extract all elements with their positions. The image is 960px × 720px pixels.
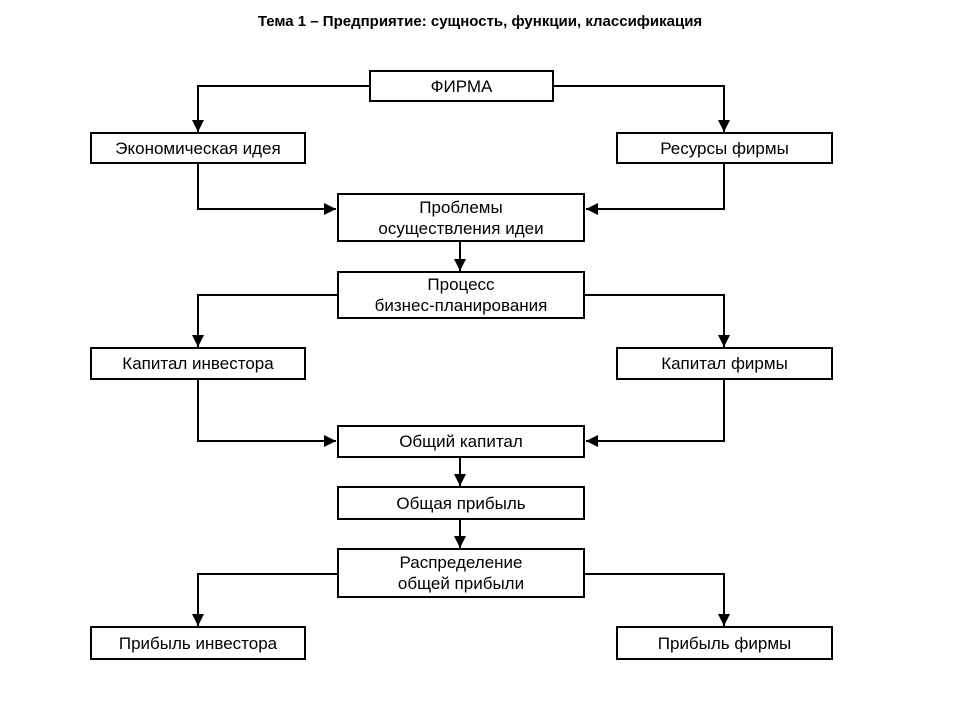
arrow-firm-capital-to-total: [586, 379, 725, 447]
box-planning: Процесс бизнес-планирования: [337, 271, 585, 319]
box-economic-idea-label: Экономическая идея: [115, 138, 281, 158]
box-problems: Проблемы осуществления идеи: [337, 193, 585, 242]
box-planning-line-2: бизнес-планирования: [374, 296, 548, 315]
arrow-planning-to-investor-capital: [192, 294, 338, 347]
box-investor-profit-label: Прибыль инвестора: [118, 633, 278, 653]
box-firm-capital: Капитал фирмы: [616, 347, 833, 380]
box-firm-resources-label: Ресурсы фирмы: [660, 138, 789, 158]
box-total-profit-label: Общая прибыль: [396, 493, 526, 513]
box-investor-capital: Капитал инвестора: [90, 347, 306, 380]
box-firm-label: ФИРМА: [430, 76, 493, 96]
box-total-capital: Общий капитал: [337, 425, 585, 458]
box-firm: ФИРМА: [369, 70, 554, 102]
arrow-resources-to-problems: [586, 163, 725, 215]
box-investor-capital-label: Капитал инвестора: [122, 354, 274, 373]
box-total-capital-label: Общий капитал: [399, 432, 523, 451]
arrow-firm-to-idea: [192, 85, 370, 132]
box-firm-resources: Ресурсы фирмы: [616, 132, 833, 164]
arrow-firm-to-resources: [553, 85, 730, 132]
arrow-distribution-to-investor-profit: [192, 573, 338, 626]
box-investor-profit: Прибыль инвестора: [90, 626, 306, 660]
box-distribution-line-2: общей прибыли: [397, 574, 525, 593]
box-total-profit: Общая прибыль: [337, 486, 585, 520]
box-economic-idea: Экономическая идея: [90, 132, 306, 164]
box-firm-profit-label: Прибыль фирмы: [657, 633, 792, 653]
box-firm-profit: Прибыль фирмы: [616, 626, 833, 660]
box-planning-line-1: Процесс: [427, 275, 495, 294]
arrow-planning-to-firm-capital: [584, 294, 730, 347]
arrow-investor-capital-to-total: [197, 379, 336, 447]
box-problems-line-2: осуществления идеи: [378, 218, 544, 238]
box-distribution-line-1: Распределение: [399, 553, 523, 572]
box-distribution: Распределение общей прибыли: [337, 548, 585, 598]
box-problems-line-1: Проблемы: [419, 197, 503, 217]
page-title: Тема 1 – Предприятие: сущность, функции,…: [257, 13, 703, 30]
arrow-distribution-to-firm-profit: [584, 573, 730, 626]
box-firm-capital-label: Капитал фирмы: [661, 354, 788, 373]
arrow-idea-to-problems: [197, 163, 336, 215]
